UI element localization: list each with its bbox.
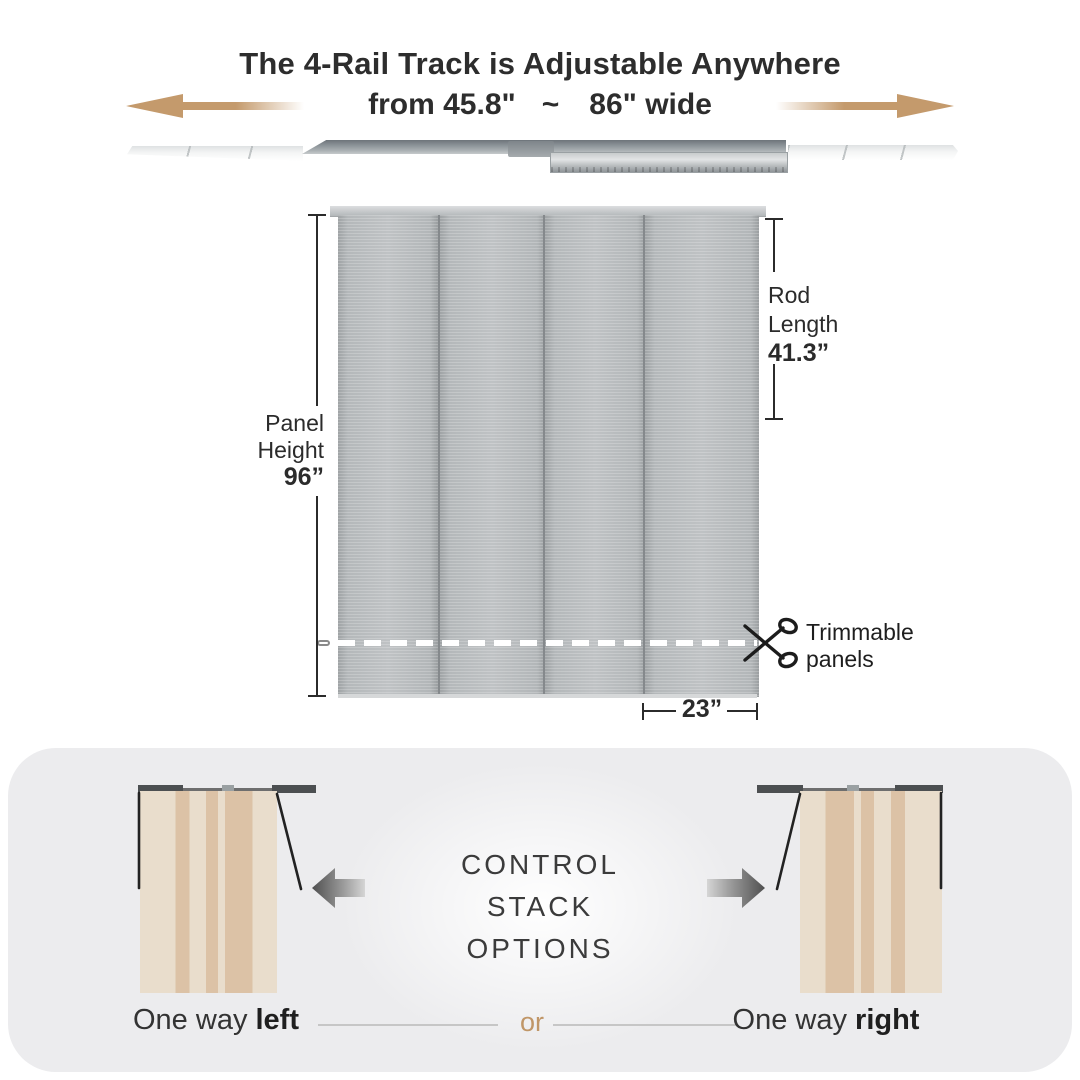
control-stack-card: CONTROL STACK OPTIONS xyxy=(8,748,1072,1072)
one-way-left-bold: left xyxy=(255,1004,300,1036)
right-blind-rail-connector xyxy=(847,785,859,793)
trimmable-panels-label: Trimmable panels xyxy=(806,619,914,673)
right-blind-swing-line xyxy=(775,792,802,891)
panel-3 xyxy=(543,215,645,697)
heading-line1: CONTROL xyxy=(461,849,619,880)
panel-height-label: Panel Height 96” xyxy=(200,410,324,491)
rod-length-cap-bottom xyxy=(765,418,783,420)
one-way-right-prefix: One way xyxy=(732,1004,856,1036)
or-label: or xyxy=(519,1007,544,1037)
panel-height-line-lower xyxy=(316,496,318,696)
track-connector xyxy=(508,141,554,157)
panel-4 xyxy=(643,215,759,697)
track-white-right-section xyxy=(788,145,958,160)
title-range-to: 86" wide xyxy=(589,88,712,121)
panel-bottom-edge xyxy=(338,694,757,698)
right-blind-rail-segment-1 xyxy=(757,785,803,793)
panel-blinds xyxy=(338,215,759,697)
rod-length-cap-top xyxy=(765,218,783,220)
rod-length-line-lower xyxy=(773,364,775,418)
panel-height-label-line1: Panel xyxy=(265,410,324,436)
panel-width-value: 23” xyxy=(681,695,723,723)
heading-line2: STACK xyxy=(486,891,594,922)
one-way-left-label: One way left xyxy=(66,1004,366,1037)
trimmable-label-line2: panels xyxy=(806,646,874,672)
panel-width-tick-right xyxy=(756,703,758,720)
rod-length-line-upper xyxy=(773,220,775,272)
track-white-left-section xyxy=(127,146,303,161)
stack-direction-left-arrow-icon xyxy=(312,868,365,908)
trim-dashed-line xyxy=(338,640,757,646)
panel-1 xyxy=(338,215,438,697)
trimmable-label-line1: Trimmable xyxy=(806,619,914,645)
panel-height-cap-bottom xyxy=(308,695,326,697)
title-line2: from 45.8" ~86" wide xyxy=(0,88,1080,122)
rod-length-label: Rod Length 41.3” xyxy=(768,281,888,368)
one-way-right-bold: right xyxy=(855,1004,920,1036)
rod-length-label-line1: Rod xyxy=(768,282,811,308)
panel-width-line-left xyxy=(644,710,676,712)
left-blind-panels xyxy=(140,791,277,993)
center-glow xyxy=(340,762,740,1052)
one-way-left-prefix: One way xyxy=(133,1004,256,1036)
title-range-from: from 45.8" xyxy=(368,88,516,121)
panel-height-label-line2: Height xyxy=(257,437,324,463)
stack-diagram-lines xyxy=(137,791,943,908)
scissors-icon xyxy=(743,617,798,669)
left-blind-rail-segment-2 xyxy=(272,785,316,793)
title-line1: The 4-Rail Track is Adjustable Anywhere xyxy=(239,46,841,81)
stack-direction-right-arrow-icon xyxy=(707,868,765,908)
left-blind-rail-connector xyxy=(222,785,234,793)
panel-width-tick-left xyxy=(642,703,644,720)
left-blind-rail-segment-1 xyxy=(138,785,183,793)
separator-line-left xyxy=(318,1024,498,1026)
title-range-tilde: ~ xyxy=(541,88,560,121)
rod-length-label-line2: Length xyxy=(768,311,839,337)
expand-left-arrow-icon xyxy=(126,94,304,118)
right-blind-rail-segment-2 xyxy=(895,785,943,793)
panel-height-value: 96” xyxy=(283,463,324,491)
trim-line-start-dash xyxy=(317,640,330,646)
heading-line3: OPTIONS xyxy=(466,933,614,964)
panel-width-line-right xyxy=(727,710,756,712)
control-stack-heading: CONTROL STACK OPTIONS xyxy=(390,844,690,970)
one-way-right-label: One way right xyxy=(676,1004,976,1037)
expand-right-arrow-icon xyxy=(776,94,954,118)
panel-height-cap-top xyxy=(308,214,326,216)
rod-length-value: 41.3” xyxy=(768,339,830,367)
left-blind-swing-line xyxy=(275,792,303,891)
separator-line-right xyxy=(553,1024,737,1026)
track-telescoping-rail xyxy=(550,152,788,173)
right-blind-panels xyxy=(800,791,942,993)
panel-2 xyxy=(438,215,545,697)
panel-height-line-upper xyxy=(316,216,318,406)
